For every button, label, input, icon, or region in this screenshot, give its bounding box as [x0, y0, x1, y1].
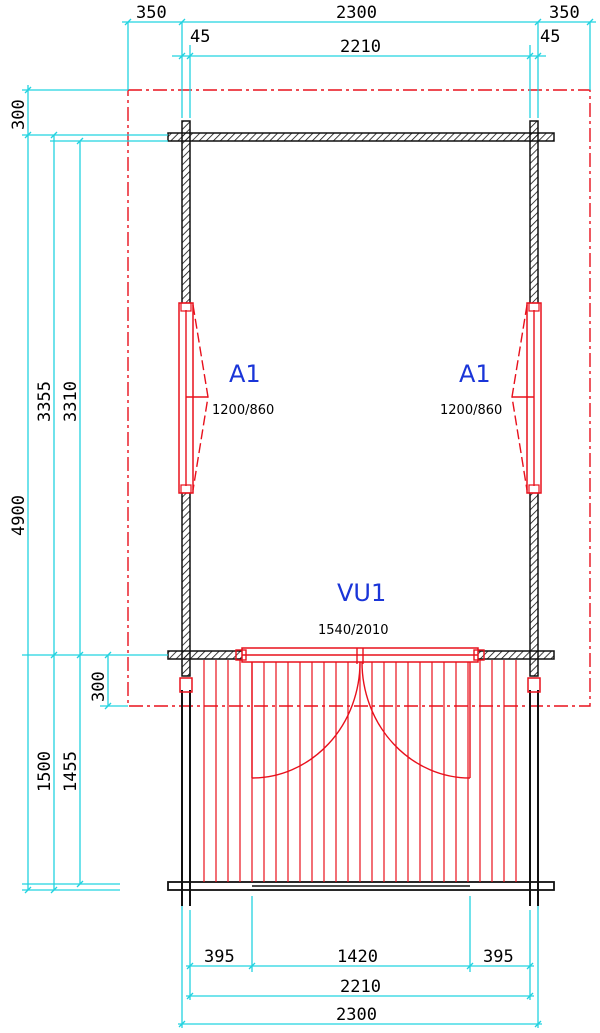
dim-bottom-door-width: 1420	[337, 947, 378, 967]
dim-top-left-offset: 45	[190, 27, 210, 47]
dim-left-front-overhang: 300	[89, 671, 109, 702]
bottom-dimensions	[178, 896, 542, 1028]
dim-bottom-inner: 2210	[340, 977, 381, 997]
dim-bottom-left-side: 395	[204, 947, 235, 967]
left-dimensions	[22, 85, 168, 894]
dim-top-right-overhang: 350	[549, 3, 580, 23]
front-left-post	[179, 677, 193, 693]
left-window-size: 1200/860	[212, 403, 274, 418]
dim-top-inner: 2210	[340, 37, 381, 57]
walls	[167, 120, 555, 906]
dim-left-room-outer: 3355	[35, 381, 55, 422]
top-dimensions	[122, 18, 596, 118]
right-window-size: 1200/860	[440, 403, 502, 418]
dim-left-terrace-outer: 1500	[35, 751, 55, 792]
dim-bottom-total: 2300	[336, 1005, 377, 1025]
dim-left-total: 4900	[9, 495, 29, 536]
right-window	[511, 302, 542, 494]
dim-top-right-offset: 45	[540, 27, 560, 47]
dim-bottom-right-side: 395	[483, 947, 514, 967]
dim-left-terrace-inner: 1455	[61, 751, 81, 792]
dim-left-room-inner: 3310	[61, 381, 81, 422]
right-window-label: A1	[459, 360, 491, 388]
double-door	[235, 647, 485, 779]
left-window	[178, 302, 209, 494]
dim-top-total: 2300	[336, 3, 377, 23]
front-right-post	[527, 677, 541, 693]
dim-left-top-overhang: 300	[9, 99, 29, 130]
roof-outline	[127, 89, 591, 707]
dim-top-left-overhang: 350	[136, 3, 167, 23]
left-window-label: A1	[229, 360, 261, 388]
door-label: VU1	[337, 579, 386, 607]
terrace-deck-boards	[203, 660, 517, 882]
door-size: 1540/2010	[318, 623, 389, 638]
